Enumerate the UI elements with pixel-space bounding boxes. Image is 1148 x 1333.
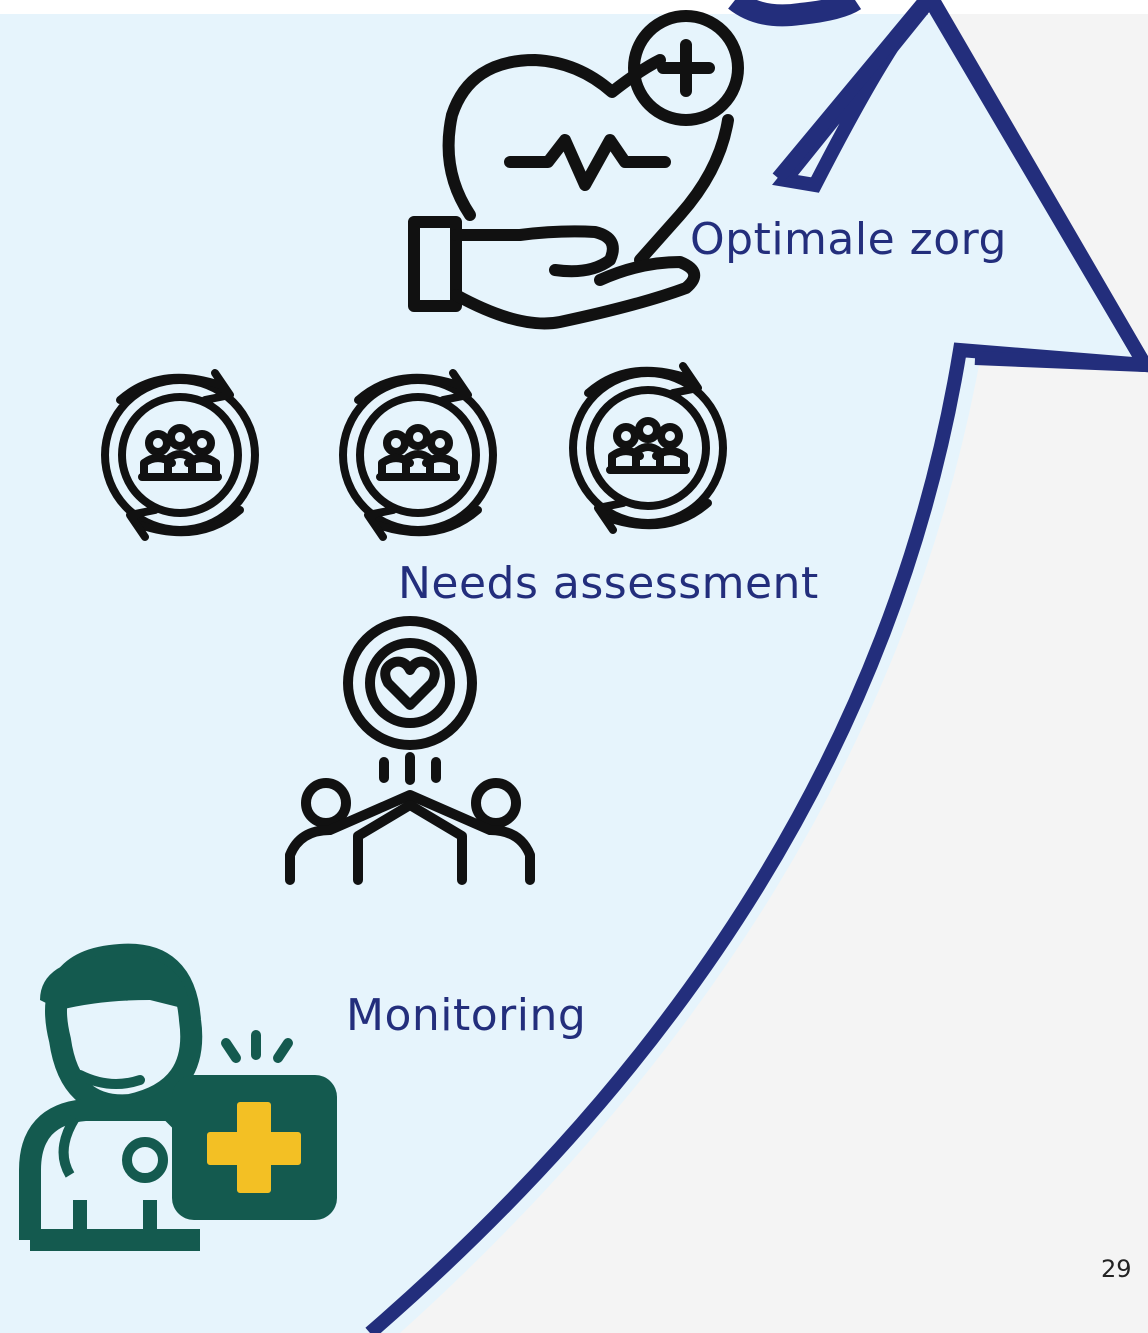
doctor-with-medical-kit-icon [19,943,337,1251]
step-label-needs-assessment: Needs assessment [398,558,819,609]
heart-in-hand-icon [408,10,744,330]
collaboration-gear-heart-icon [285,616,535,885]
step-label-monitoring: Monitoring [346,990,587,1041]
growth-arrow [365,0,1148,1333]
team-gear-icon-2 [339,369,497,541]
cut-off-title-glyph [728,0,862,27]
team-gear-icon-1 [101,369,259,541]
step-label-optimale-zorg: Optimale zorg [690,214,1007,265]
growth-arrow-head [772,0,1148,373]
top-band [0,0,1148,14]
team-gear-icon-3 [569,362,727,534]
page-number: 29 [1101,1255,1132,1283]
